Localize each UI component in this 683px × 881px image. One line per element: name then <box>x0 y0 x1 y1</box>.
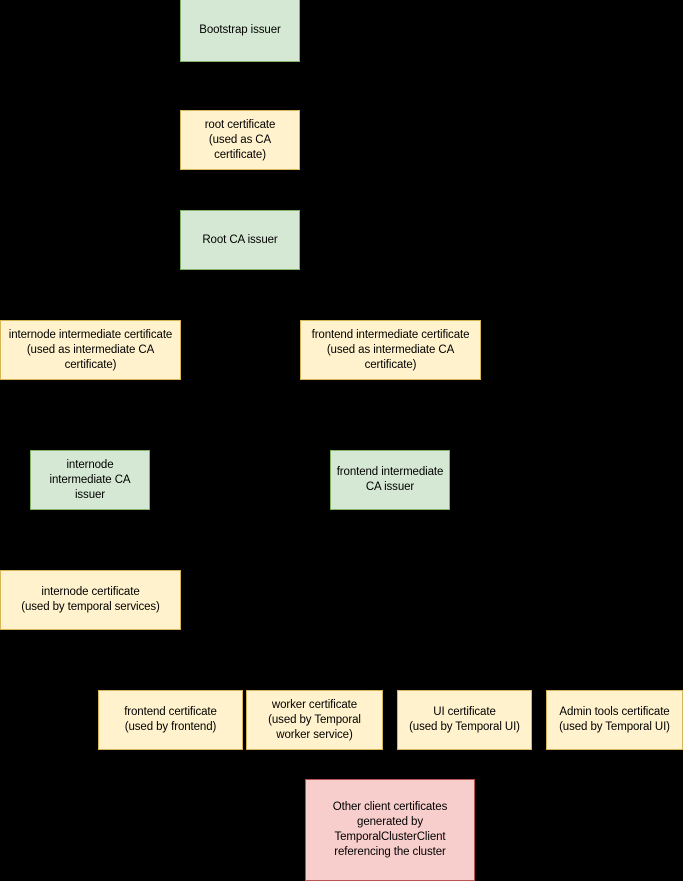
edge-internode-intermediate-to-issuer <box>87 379 94 451</box>
node-root-ca-issuer[interactable]: Root CA issuer <box>180 210 300 270</box>
node-other-client-certificates[interactable]: Other client certificates generated by T… <box>305 779 475 881</box>
node-internode-certificate[interactable]: internode certificate (used by temporal … <box>0 570 181 630</box>
edge-frontend-issuer-to-ui-cert <box>389 510 468 691</box>
edge-root-ca-to-frontend-intermediate <box>239 270 394 321</box>
edge-internode-issuer-to-internode-cert <box>87 509 94 571</box>
node-worker-certificate[interactable]: worker certificate (used by Temporal wor… <box>246 690 383 750</box>
node-ui-certificate[interactable]: UI certificate (used by Temporal UI) <box>397 690 532 750</box>
edge-frontend-issuer-to-worker-cert <box>311 510 391 691</box>
node-frontend-intermediate-certificate[interactable]: frontend intermediate certificate (used … <box>300 320 481 380</box>
node-internode-intermediate-ca-issuer[interactable]: internode intermediate CA issuer <box>30 450 150 510</box>
edge-frontend-issuer-to-admin-cert <box>389 510 618 691</box>
node-bootstrap-issuer[interactable]: Bootstrap issuer <box>180 0 300 62</box>
node-root-certificate[interactable]: root certificate (used as CA certificate… <box>180 110 300 170</box>
edge-frontend-intermediate-to-issuer <box>387 379 394 451</box>
node-frontend-intermediate-ca-issuer[interactable]: frontend intermediate CA issuer <box>330 450 450 510</box>
node-admin-tools-certificate[interactable]: Admin tools certificate (used by Tempora… <box>546 690 683 750</box>
edge-frontend-issuer-to-frontend-cert <box>167 510 391 691</box>
node-frontend-certificate[interactable]: frontend certificate (used by frontend) <box>98 690 243 750</box>
edge-root-ca-to-internode-intermediate <box>87 270 241 321</box>
node-internode-intermediate-certificate[interactable]: internode intermediate certificate (used… <box>0 320 181 380</box>
